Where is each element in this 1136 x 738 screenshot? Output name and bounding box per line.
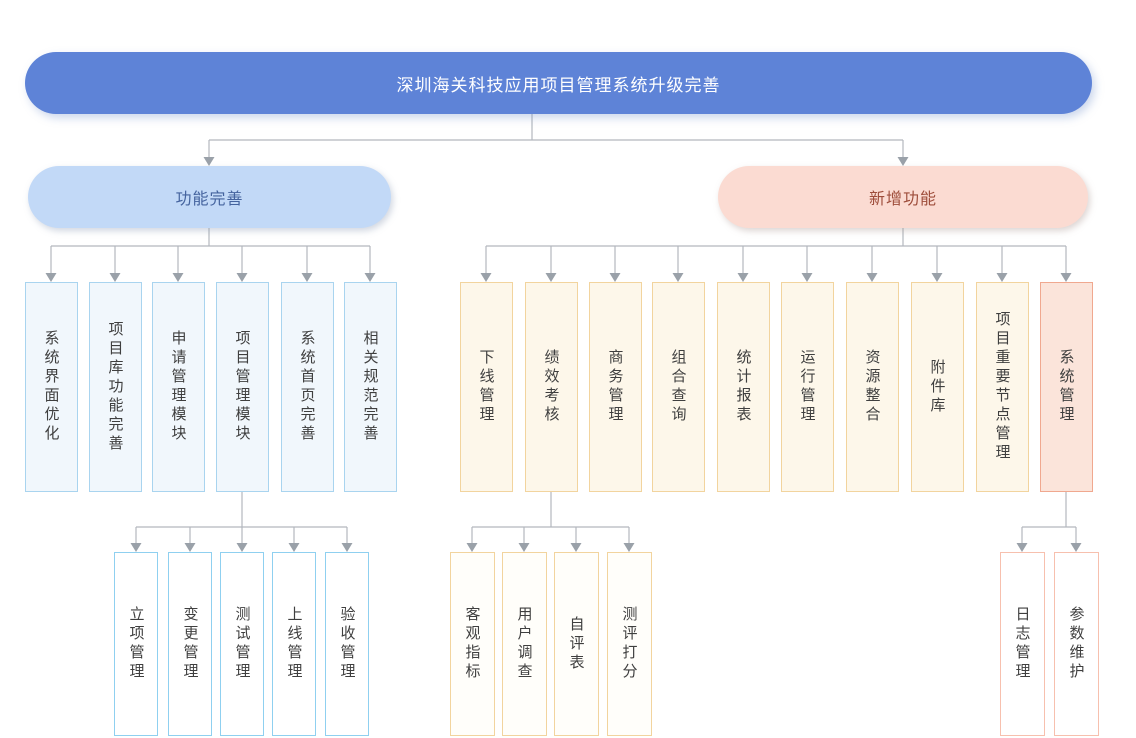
tree-node: 运行管理 bbox=[780, 282, 834, 492]
tree-node: 系统界面优化 bbox=[24, 282, 78, 492]
tree-node-label: 相关规范完善 bbox=[361, 330, 379, 444]
tree-node: 日志管理 bbox=[999, 552, 1045, 736]
tree-node-label: 系统管理 bbox=[1057, 349, 1075, 425]
tree-node: 附件库 bbox=[910, 282, 964, 492]
tree-node: 项目管理模块 bbox=[215, 282, 269, 492]
root-node-label: 深圳海关科技应用项目管理系统升级完善 bbox=[396, 75, 721, 95]
tree-node: 验收管理 bbox=[325, 552, 369, 736]
tree-node-label: 自评表 bbox=[567, 615, 585, 673]
tree-node: 统计报表 bbox=[716, 282, 770, 492]
tree-node: 变更管理 bbox=[168, 552, 212, 736]
tree-node-label: 项目重要节点管理 bbox=[993, 311, 1011, 463]
tree-node-label: 项目管理模块 bbox=[233, 330, 251, 444]
tree-node-label: 日志管理 bbox=[1013, 606, 1031, 682]
tree-node-label: 验收管理 bbox=[338, 606, 356, 682]
tree-node-label: 测评打分 bbox=[620, 606, 638, 682]
tree-node-label: 参数维护 bbox=[1067, 606, 1085, 682]
tree-node: 测试管理 bbox=[220, 552, 264, 736]
branch-node-function-improvement: 功能完善 bbox=[28, 166, 391, 228]
tree-node: 组合查询 bbox=[651, 282, 705, 492]
tree-node: 绩效考核 bbox=[524, 282, 578, 492]
tree-node-label: 测试管理 bbox=[233, 606, 251, 682]
tree-node: 参数维护 bbox=[1053, 552, 1099, 736]
tree-node-label: 组合查询 bbox=[669, 349, 687, 425]
tree-node-label: 系统界面优化 bbox=[42, 330, 60, 444]
tree-node: 下线管理 bbox=[459, 282, 513, 492]
tree-node: 测评打分 bbox=[606, 552, 652, 736]
tree-node-label: 立项管理 bbox=[127, 606, 145, 682]
tree-node-label: 运行管理 bbox=[798, 349, 816, 425]
tree-node-label: 统计报表 bbox=[734, 349, 752, 425]
tree-node-label: 申请管理模块 bbox=[169, 330, 187, 444]
tree-node: 项目库功能完善 bbox=[88, 282, 142, 492]
tree-node: 商务管理 bbox=[588, 282, 642, 492]
branch-node-new-features: 新增功能 bbox=[718, 166, 1088, 228]
tree-node-label: 项目库功能完善 bbox=[106, 320, 124, 454]
tree-node-label: 上线管理 bbox=[285, 606, 303, 682]
tree-node: 相关规范完善 bbox=[343, 282, 397, 492]
tree-node-label: 附件库 bbox=[928, 358, 946, 416]
root-node: 深圳海关科技应用项目管理系统升级完善 bbox=[25, 52, 1092, 114]
tree-node: 系统首页完善 bbox=[280, 282, 334, 492]
tree-node-label: 客观指标 bbox=[463, 606, 481, 682]
tree-node-label: 变更管理 bbox=[181, 606, 199, 682]
tree-node: 用户调查 bbox=[501, 552, 547, 736]
tree-node-label: 资源整合 bbox=[863, 349, 881, 425]
branch-node-label: 新增功能 bbox=[868, 191, 937, 208]
tree-node: 项目重要节点管理 bbox=[975, 282, 1029, 492]
tree-node-label: 下线管理 bbox=[477, 349, 495, 425]
tree-node: 客观指标 bbox=[449, 552, 495, 736]
tree-node-label: 系统首页完善 bbox=[298, 330, 316, 444]
tree-node: 立项管理 bbox=[114, 552, 158, 736]
tree-node: 系统管理 bbox=[1039, 282, 1093, 492]
tree-node: 资源整合 bbox=[845, 282, 899, 492]
tree-node: 上线管理 bbox=[272, 552, 316, 736]
tree-node-label: 绩效考核 bbox=[542, 349, 560, 425]
tree-node: 申请管理模块 bbox=[151, 282, 205, 492]
tree-node-label: 商务管理 bbox=[606, 349, 624, 425]
tree-node: 自评表 bbox=[553, 552, 599, 736]
tree-node-label: 用户调查 bbox=[515, 606, 533, 682]
branch-node-label: 功能完善 bbox=[175, 191, 244, 208]
